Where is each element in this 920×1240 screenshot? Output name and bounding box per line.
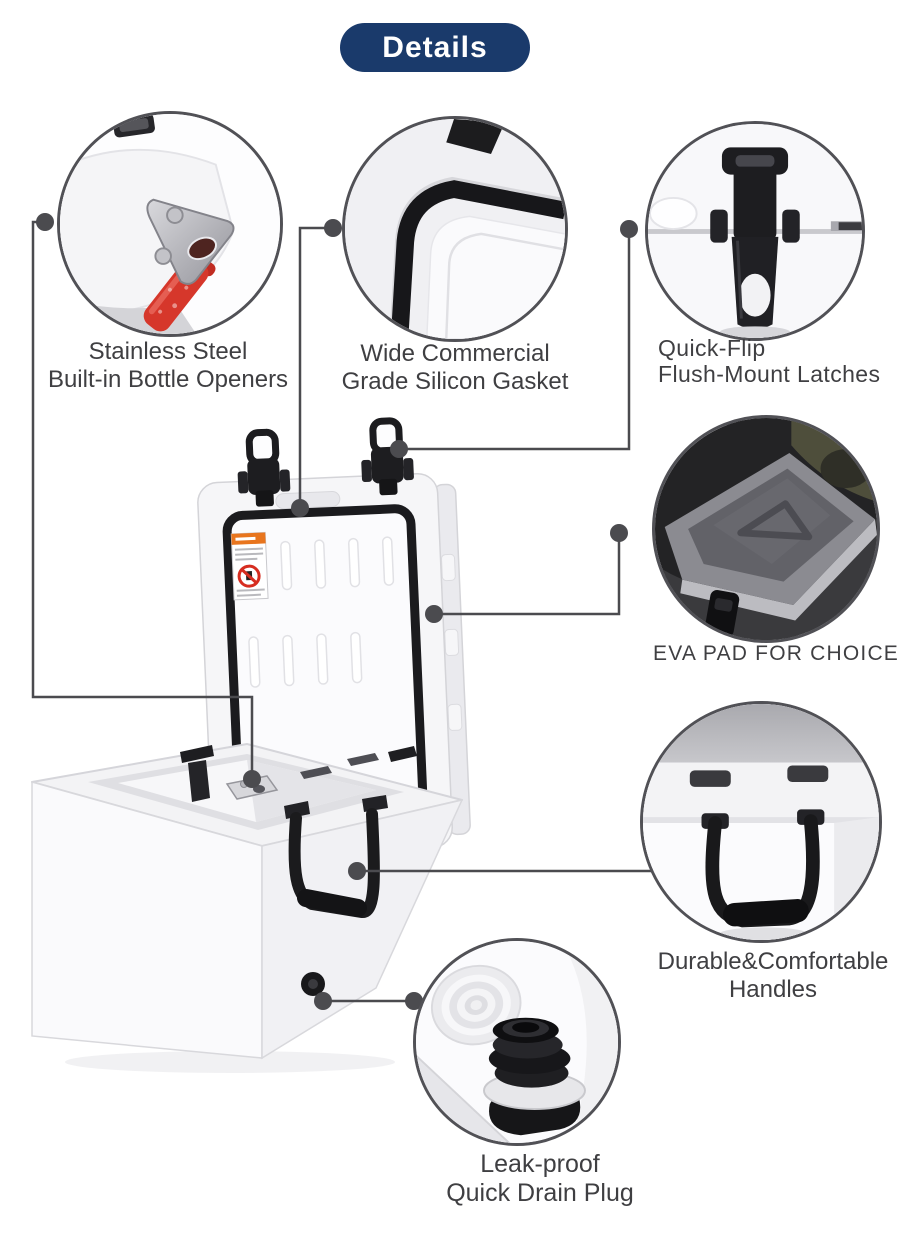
details-badge: Details	[340, 23, 530, 72]
rim-latch-keeper-right	[388, 746, 417, 762]
cooler-open-lid	[197, 417, 471, 857]
details-badge-label: Details	[382, 30, 488, 64]
rim-slot	[300, 766, 332, 779]
lid-notch	[446, 119, 505, 155]
drain-plug-part	[483, 1017, 586, 1136]
lid-latch-left	[237, 428, 291, 507]
callout-label-handles: Durable&Comfortable Handles	[657, 948, 889, 1003]
side-handle	[284, 795, 388, 918]
connector-eva-pad	[434, 533, 621, 616]
callout-photo-flush-mount-latch	[645, 121, 865, 341]
callout-photo-silicon-gasket	[342, 116, 568, 342]
connector-latches	[399, 229, 631, 451]
callout-label-flush-mount-latches: Quick-Flip Flush-Mount Latches	[658, 335, 881, 387]
callout-label-bottle-opener: Stainless Steel Built-in Bottle Openers	[47, 338, 289, 393]
callout-photo-bottle-opener	[57, 111, 283, 337]
callout-photo-eva-pad	[652, 415, 880, 643]
triangle-logo	[737, 500, 813, 541]
callout-photo-handles	[640, 701, 882, 943]
connector-gasket	[298, 226, 333, 508]
connector-dots	[36, 213, 638, 1010]
lid-ribs	[248, 536, 395, 688]
rope-handle	[701, 809, 825, 928]
callout-label-eva-pad: EVA PAD FOR CHOICE	[652, 642, 900, 665]
cooler-body	[31, 743, 464, 1073]
body-drain-plug	[301, 972, 325, 996]
opener-plate	[146, 198, 235, 285]
cooler-rim	[643, 762, 879, 824]
warning-sticker	[230, 531, 269, 601]
latch-detail	[704, 590, 740, 638]
rim-slot	[347, 753, 379, 766]
black-latch	[710, 147, 800, 330]
black-gasket-band	[390, 180, 565, 339]
connector-lines	[31, 213, 652, 1010]
rim-latch-keeper-left	[180, 745, 214, 763]
callout-photo-drain-plug	[413, 938, 621, 1146]
callout-label-silicon-gasket: Wide Commercial Grade Silicon Gasket	[341, 340, 569, 395]
callout-label-drain-plug: Leak-proof Quick Drain Plug	[446, 1150, 634, 1207]
